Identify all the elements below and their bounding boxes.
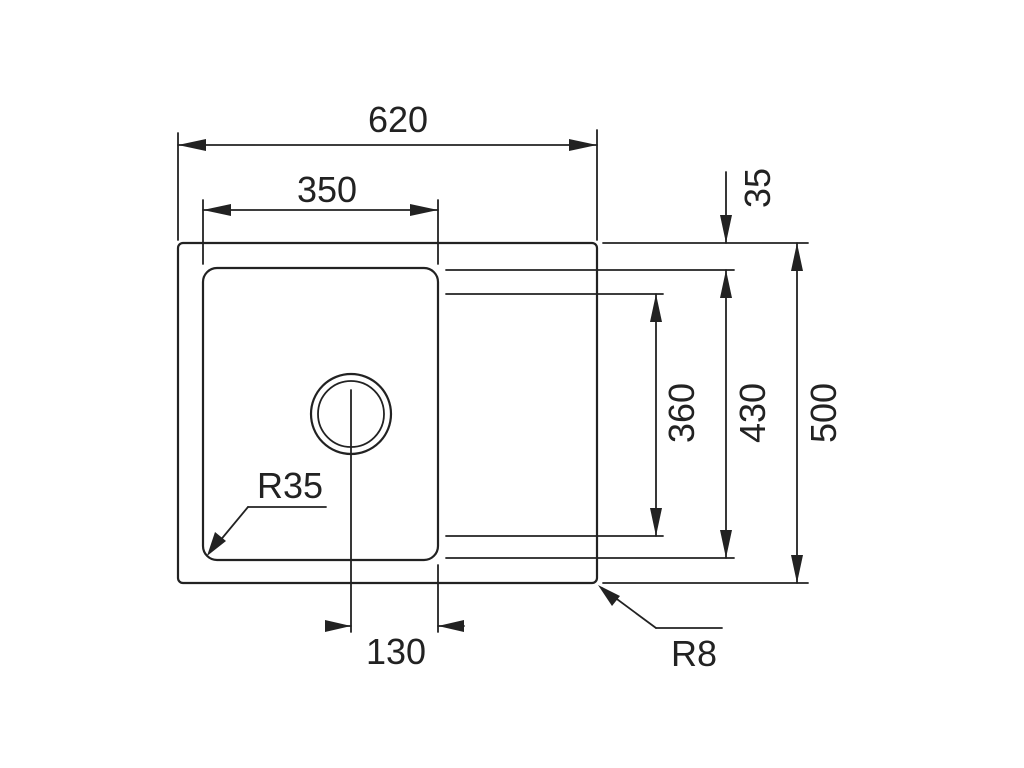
callout-outer-radius: R8	[598, 585, 723, 674]
label-35: 35	[737, 168, 778, 208]
dimension-bowl-depth: 430	[720, 269, 773, 559]
label-360: 360	[661, 383, 702, 443]
dimension-drainer-depth: 360	[650, 293, 702, 537]
callout-bowl-radius: R35	[207, 465, 327, 556]
drainer-area	[445, 269, 735, 559]
dimension-overall-width: 620	[177, 99, 598, 151]
dimension-bowl-width: 350	[202, 169, 439, 216]
label-500: 500	[803, 383, 844, 443]
label-130: 130	[366, 631, 426, 672]
label-430: 430	[732, 383, 773, 443]
label-r8: R8	[671, 633, 717, 674]
label-r35: R35	[257, 465, 323, 506]
label-350: 350	[297, 169, 357, 210]
dimension-top-offset: 35	[720, 168, 778, 244]
bowl-outline	[201, 266, 440, 562]
dimension-waste-offset: 130	[325, 389, 465, 672]
label-620: 620	[368, 99, 428, 140]
dimension-overall-depth: 500	[791, 242, 844, 584]
sink-outer-outline	[176, 241, 599, 585]
